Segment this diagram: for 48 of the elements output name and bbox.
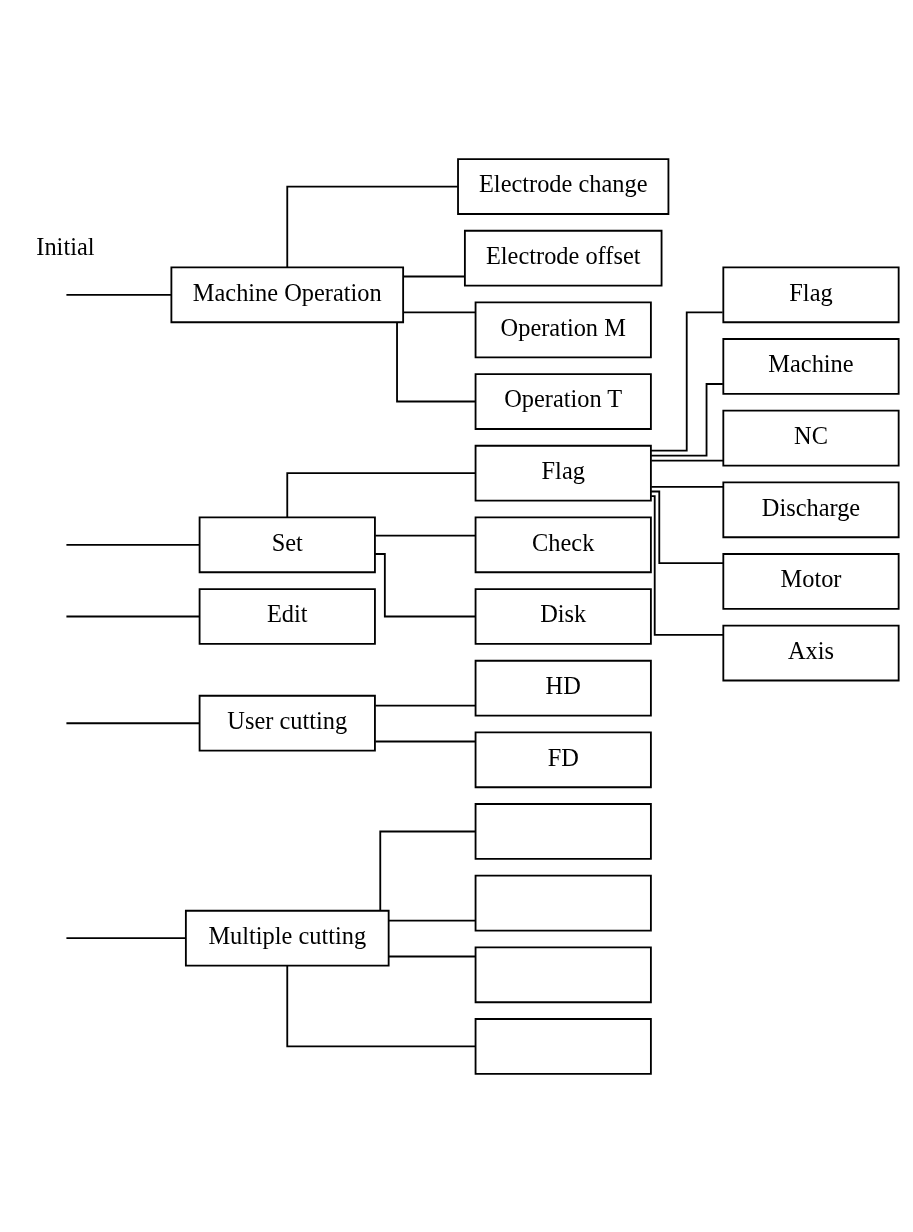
node-box: HD (474, 659, 652, 716)
connector (65, 721, 201, 724)
node-box: Edit (198, 587, 376, 645)
connector (374, 552, 476, 617)
node-box (474, 802, 652, 860)
connector (65, 543, 201, 546)
node-box (474, 1017, 652, 1075)
label: Initial (36, 232, 95, 260)
connector (387, 955, 477, 957)
connector (387, 919, 477, 922)
node-box: Motor (722, 552, 900, 610)
connector (286, 185, 459, 268)
connector (65, 293, 172, 296)
connector (402, 310, 477, 313)
connector (286, 964, 477, 1047)
node-box: Check (474, 516, 652, 573)
node-box: Electrode change (457, 157, 670, 215)
connector (374, 534, 477, 537)
node-box: Axis (722, 624, 900, 681)
connector (286, 471, 477, 518)
node-box (474, 874, 652, 931)
connector (65, 936, 187, 939)
node-box: FD (474, 730, 652, 788)
connector (650, 490, 725, 564)
connector (650, 494, 725, 636)
connector (396, 320, 477, 402)
node-box: NC (722, 409, 900, 466)
node-box: Operation T (474, 372, 652, 430)
connector (402, 275, 466, 277)
node-box: Operation M (474, 301, 652, 358)
node-box: Machine Operation (170, 265, 405, 323)
connector (374, 704, 477, 707)
connector (650, 459, 725, 461)
node-box (474, 945, 652, 1003)
connector (650, 310, 724, 452)
connector (650, 485, 725, 488)
node-box: Electrode offset (463, 229, 663, 287)
node-box: Multiple cutting (184, 909, 390, 967)
connector (65, 615, 201, 617)
node-box: Disk (474, 587, 652, 645)
node-box: Flag (722, 265, 900, 323)
node-box: Flag (474, 444, 652, 502)
node-box: Set (198, 516, 376, 573)
connector (379, 830, 477, 912)
node-box: User cutting (198, 694, 376, 752)
node-box: Machine (722, 337, 900, 395)
connector (374, 740, 477, 742)
node-box: Discharge (722, 480, 900, 538)
